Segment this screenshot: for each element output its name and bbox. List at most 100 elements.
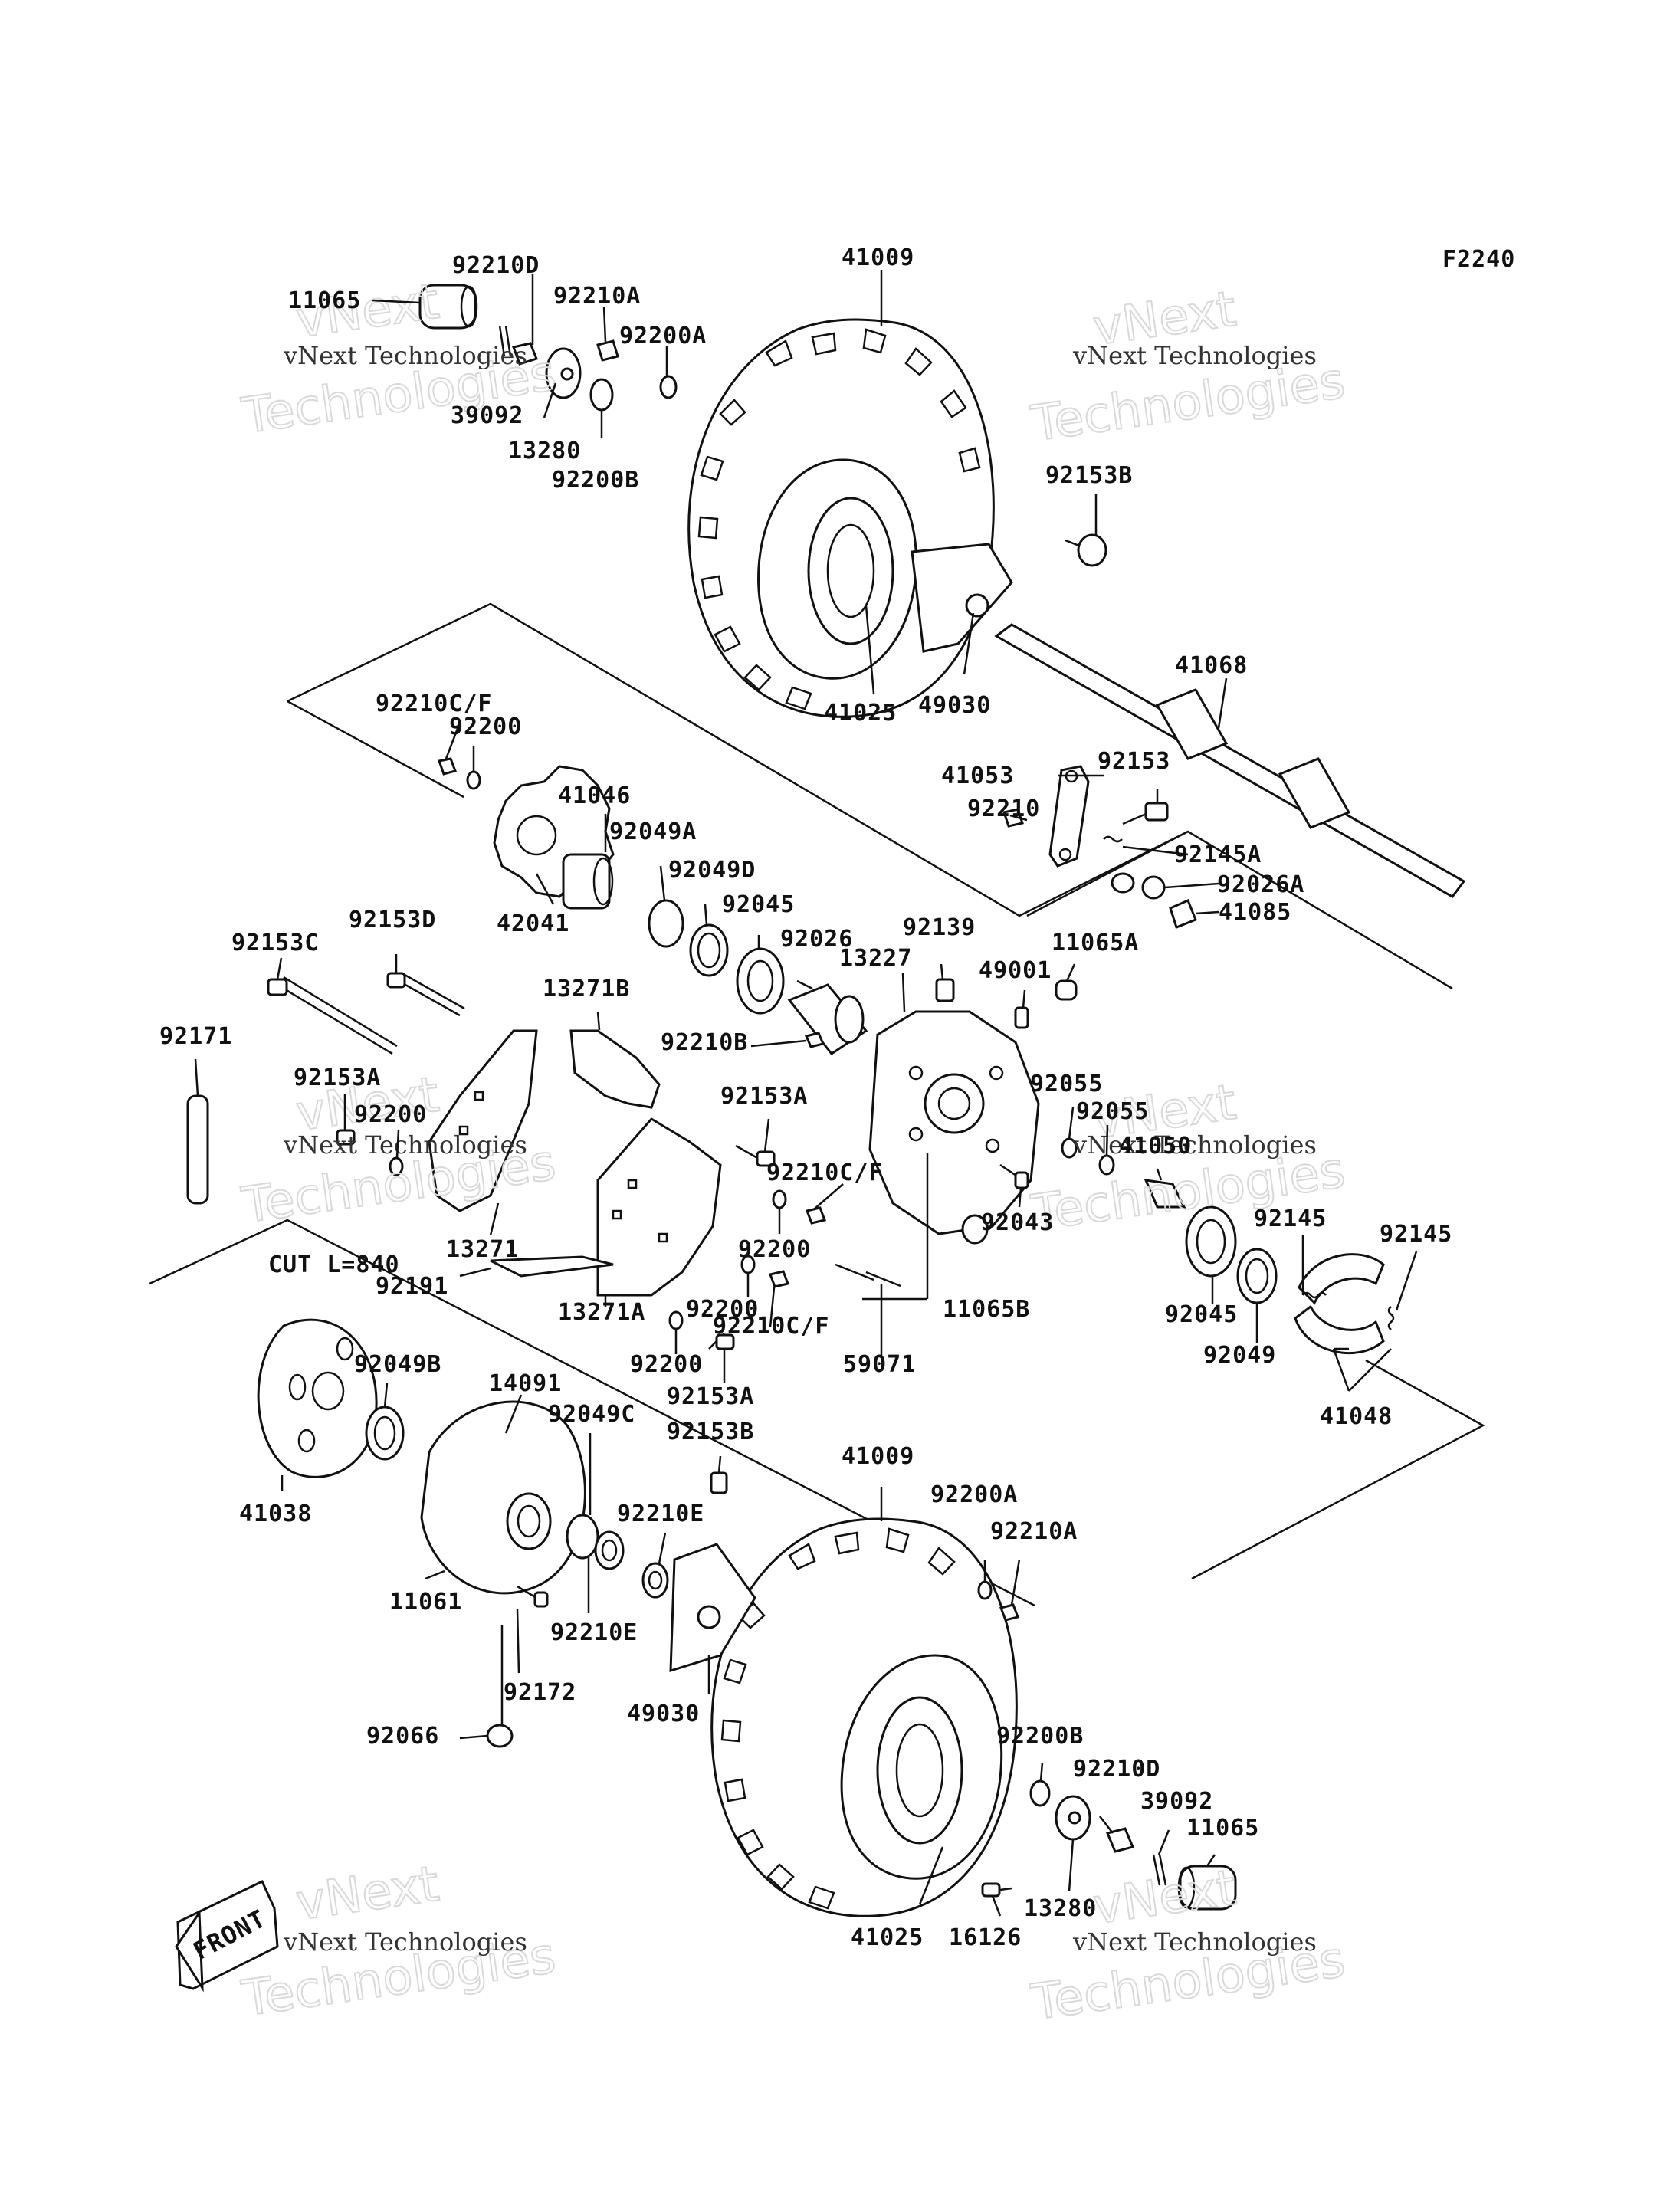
- nut-92210D-top: [512, 342, 538, 366]
- bolt-92153B-bottom: [710, 1471, 728, 1494]
- label-92210E-1: 92210E: [617, 1501, 704, 1527]
- cap-11065B: [961, 1214, 989, 1245]
- label-92200A-top: 92200A: [619, 323, 707, 349]
- label-59071: 59071: [843, 1351, 916, 1378]
- bolt-92153B-top: [1065, 533, 1107, 567]
- label-92153C: 92153C: [231, 930, 319, 956]
- spring-92145-1: [1302, 1291, 1327, 1299]
- seal-92049D: [689, 923, 729, 977]
- label-14091: 14091: [489, 1370, 562, 1397]
- washer-92200B-bottom: [1029, 1779, 1051, 1807]
- cam-41085: [1169, 899, 1197, 929]
- long-bolt-92153C: [267, 976, 398, 1055]
- label-41085: 41085: [1219, 899, 1291, 926]
- washer-92200B-top: [589, 378, 614, 412]
- cotter-pin-39092-top: [498, 325, 512, 357]
- nut-92210D-bottom: [1105, 1827, 1135, 1853]
- label-41025-top: 41025: [824, 700, 897, 727]
- plug-11065A: [1055, 979, 1078, 1001]
- nut-92210B: [804, 1032, 825, 1048]
- label-42041: 42041: [497, 910, 569, 937]
- plate-13271A: [596, 1117, 722, 1297]
- label-92210CF-2: 92210C/F: [766, 1160, 884, 1186]
- label-92210A-top: 92210A: [553, 283, 641, 310]
- washer-92200-mid2: [740, 1255, 756, 1274]
- washer-13280-bottom: [1055, 1795, 1091, 1841]
- label-41025-bottom: 41025: [851, 1924, 924, 1951]
- sleeve-92026: [787, 983, 868, 1056]
- long-bolt-92153D: [386, 972, 465, 1017]
- svg-text:vNext Technologies: vNext Technologies: [1072, 1130, 1317, 1160]
- label-92200-4: 92200: [686, 1296, 759, 1323]
- nut-92210E-left: [594, 1530, 625, 1570]
- label-49001: 49001: [979, 957, 1052, 984]
- label-92153A-2: 92153A: [720, 1083, 808, 1110]
- label-92210D-top: 92210D: [452, 252, 540, 279]
- washer-92200-low: [668, 1310, 684, 1330]
- label-92200-1: 92200: [449, 713, 522, 740]
- seal-92049: [1236, 1248, 1278, 1304]
- bearing-housing-13227: [868, 1010, 1040, 1235]
- label-92049A: 92049A: [609, 818, 697, 845]
- svg-text:vNext Technologies: vNext Technologies: [283, 341, 527, 370]
- collar-92026A: [1111, 872, 1166, 900]
- nut-92210CF-upper: [438, 757, 457, 776]
- washer-92200A-top: [659, 375, 678, 399]
- label-92055-1: 92055: [1030, 1071, 1103, 1097]
- label-41009-bottom: 41009: [842, 1443, 914, 1470]
- front-direction-badge: FRONT: [175, 1879, 279, 1993]
- label-92200A-bottom: 92200A: [930, 1481, 1018, 1508]
- label-13280-top: 13280: [508, 438, 581, 464]
- svg-text:vNext: vNext: [293, 1856, 442, 1932]
- label-92049D: 92049D: [668, 857, 756, 884]
- label-92153B-2: 92153B: [667, 1419, 754, 1445]
- spring-92145-2: [1387, 1306, 1395, 1330]
- assembly-frame-lines: [149, 602, 1485, 1607]
- label-11065A: 11065A: [1052, 930, 1139, 956]
- label-92210: 92210: [967, 795, 1040, 822]
- label-92153: 92153: [1098, 748, 1170, 775]
- washer-92200A-bottom: [977, 1580, 993, 1600]
- part-number-labels: F2240 11065 92210D 92210A 92200A 39092 1…: [159, 244, 1514, 1951]
- hub-bracket-49030-bottom: [669, 1543, 756, 1673]
- pin-59071: [835, 1263, 901, 1287]
- nut-92210CF-low: [768, 1270, 790, 1288]
- label-41053: 41053: [941, 763, 1014, 789]
- bearing-92045-upper: [736, 947, 785, 1015]
- brake-panel-14091: [420, 1400, 586, 1595]
- label-92153D: 92153D: [349, 907, 436, 933]
- label-92200-3: 92200: [738, 1236, 811, 1263]
- nut-92210CF-mid: [805, 1206, 827, 1225]
- plate-13271B: [569, 1029, 661, 1109]
- watermark-top-right: vNext Technologies vNext Technologies: [1027, 280, 1349, 454]
- label-11065-bottom: 11065: [1186, 1815, 1259, 1842]
- label-13271A: 13271A: [558, 1299, 645, 1326]
- plate-13271: [428, 1029, 538, 1212]
- label-41009-top: 41009: [842, 244, 914, 271]
- label-92200-5: 92200: [630, 1351, 703, 1378]
- label-92049B: 92049B: [354, 1351, 441, 1378]
- leader-lines: [194, 270, 1418, 1917]
- label-92026A: 92026A: [1217, 871, 1304, 898]
- label-41068: 41068: [1175, 652, 1248, 679]
- label-13227: 13227: [839, 945, 912, 972]
- label-92200B-top: 92200B: [552, 467, 639, 494]
- label-92145-1: 92145: [1254, 1205, 1327, 1232]
- label-13280-bottom: 13280: [1024, 1895, 1097, 1922]
- nut-92210A-bottom: [999, 1603, 1019, 1622]
- label-92200B-bottom: 92200B: [996, 1723, 1084, 1750]
- bolt-92153A-mid: [735, 1144, 776, 1167]
- label-41038: 41038: [239, 1501, 312, 1527]
- bolt-92043: [999, 1163, 1029, 1189]
- seal-92049B: [365, 1406, 405, 1461]
- label-13271: 13271: [446, 1236, 519, 1263]
- washer-92200-left: [389, 1156, 404, 1176]
- svg-text:vNext Technologies: vNext Technologies: [283, 1130, 527, 1160]
- spring-92145A: [1103, 835, 1123, 843]
- label-92171: 92171: [159, 1023, 232, 1050]
- hub-bracket-49030-top: [911, 543, 1013, 653]
- label-11061: 11061: [389, 1589, 462, 1615]
- brake-shoe-41048: [1294, 1253, 1385, 1354]
- label-92043: 92043: [981, 1209, 1054, 1236]
